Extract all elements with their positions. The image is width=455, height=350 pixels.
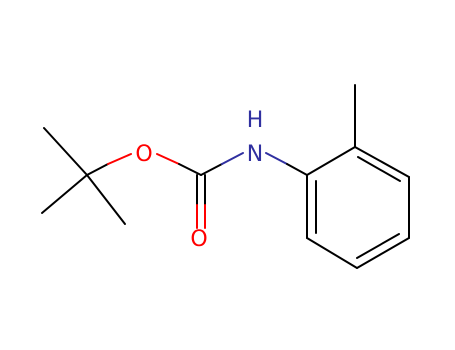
ether-oxygen-label: O — [135, 142, 152, 167]
bond-ring-5 — [306, 237, 358, 269]
bond-o-ccarbonyl-b — [178, 163, 202, 176]
amide-hydrogen-label: H — [247, 108, 264, 133]
bond-o-ccarbonyl-a — [156, 153, 180, 165]
bond-n-aryl-b — [286, 163, 308, 176]
bond-c-n-b — [221, 152, 244, 165]
atom-labels: O O N H — [135, 108, 263, 252]
bonds — [41, 84, 410, 269]
bond-ring-inner-1 — [357, 156, 401, 182]
bond-ring-1 — [306, 146, 356, 176]
bond-tbu-methyl-3 — [86, 174, 126, 225]
bond-ring-2 — [354, 146, 410, 178]
bond-ring-4 — [356, 237, 410, 269]
bond-tbu-methyl-2 — [41, 174, 88, 214]
amide-nitrogen-label: N — [247, 142, 263, 167]
bond-tbu-methyl-1 — [43, 127, 88, 176]
bond-c-o-ether-b — [107, 153, 132, 165]
carbonyl-oxygen-label: O — [190, 227, 207, 252]
bond-n-aryl-a — [265, 152, 288, 165]
bond-ring-inner-2 — [356, 233, 400, 259]
bond-c-o-ether-a — [86, 163, 109, 176]
bond-c-n-a — [200, 163, 223, 176]
